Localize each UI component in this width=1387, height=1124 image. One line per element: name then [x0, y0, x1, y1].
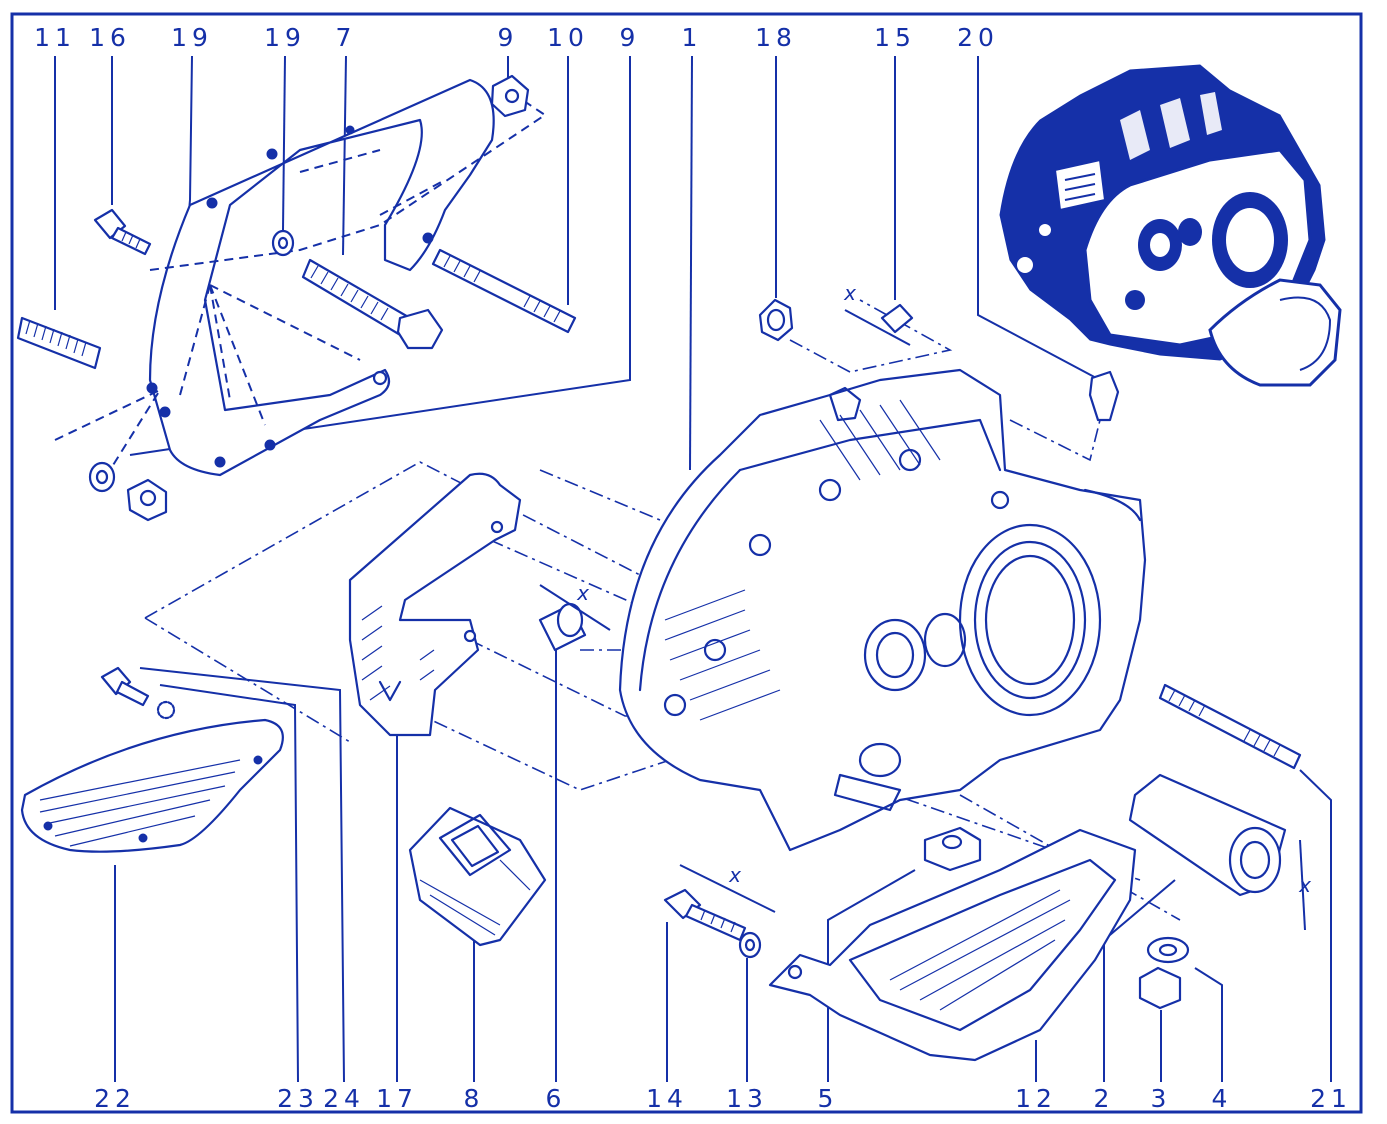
callout-9: 9 — [620, 23, 641, 52]
callout-18: 18 — [755, 23, 797, 52]
washer-lower-left — [88, 461, 116, 493]
leader-lines — [54, 55, 1332, 1083]
plug-3 — [1138, 966, 1182, 1010]
callout-8: 8 — [464, 1084, 485, 1113]
stud-11 — [16, 316, 102, 370]
washer-13 — [738, 931, 762, 959]
callout-10: 10 — [547, 23, 589, 52]
sump-pan-12 — [768, 828, 1137, 1062]
plug-18 — [758, 298, 794, 342]
callout-17: 17 — [376, 1084, 418, 1113]
callout-23: 23 — [277, 1084, 319, 1113]
cover-22 — [20, 718, 284, 853]
bracket-plate — [146, 78, 495, 477]
callout-6: 6 — [546, 1084, 567, 1113]
callout-13: 13 — [726, 1084, 768, 1113]
washer-4 — [1146, 936, 1190, 964]
bush-6: x — [538, 581, 611, 652]
bolt-7 — [301, 258, 444, 350]
coupling-2: x — [1128, 773, 1311, 931]
callout-2: 2 — [1094, 1084, 1115, 1113]
callout-22: 22 — [94, 1084, 136, 1113]
callout-16: 16 — [89, 23, 131, 52]
nut-9-bottom — [126, 478, 168, 522]
bottom-callouts: 22 23 24 17 8 6 14 13 5 12 2 3 4 21 — [94, 1084, 1352, 1113]
bush-15: x — [843, 281, 914, 346]
bolt-16 — [93, 208, 152, 256]
callout-3: 3 — [1151, 1084, 1172, 1113]
washer-5 — [923, 826, 982, 872]
callout-12: 12 — [1015, 1084, 1057, 1113]
dimension-label: x — [1298, 873, 1311, 897]
stud-10 — [431, 248, 577, 334]
diagram-frame — [10, 12, 1363, 1114]
washer-19 — [271, 229, 295, 257]
callout-5: 5 — [818, 1084, 839, 1113]
dimension-label: x — [843, 281, 856, 305]
dimension-label: x — [576, 581, 589, 605]
callout-19: 19 — [171, 23, 213, 52]
callout-15: 15 — [874, 23, 916, 52]
callout-1: 1 — [682, 23, 703, 52]
callout-24: 24 — [323, 1084, 365, 1113]
mount-8 — [408, 806, 547, 947]
callout-9: 9 — [498, 23, 519, 52]
assembled-gearbox-inset — [999, 64, 1342, 387]
breather-20 — [1088, 370, 1120, 422]
callout-20: 20 — [957, 23, 999, 52]
callout-11: 11 — [34, 23, 76, 52]
callout-4: 4 — [1212, 1084, 1233, 1113]
bracket-17 — [348, 472, 522, 737]
bolt-14: x — [663, 863, 776, 942]
bolt-24 — [100, 666, 150, 707]
callout-19: 19 — [264, 23, 306, 52]
stud-21 — [1158, 683, 1302, 770]
dimension-label: x — [728, 863, 741, 887]
nut-9-top — [490, 74, 530, 118]
callout-21: 21 — [1310, 1084, 1352, 1113]
callout-14: 14 — [646, 1084, 688, 1113]
callout-7: 7 — [336, 23, 357, 52]
top-callouts: 11 16 19 19 7 9 10 9 1 18 15 20 — [34, 23, 999, 52]
gearbox-housing-1 — [618, 368, 1147, 852]
washer-23 — [156, 700, 176, 720]
